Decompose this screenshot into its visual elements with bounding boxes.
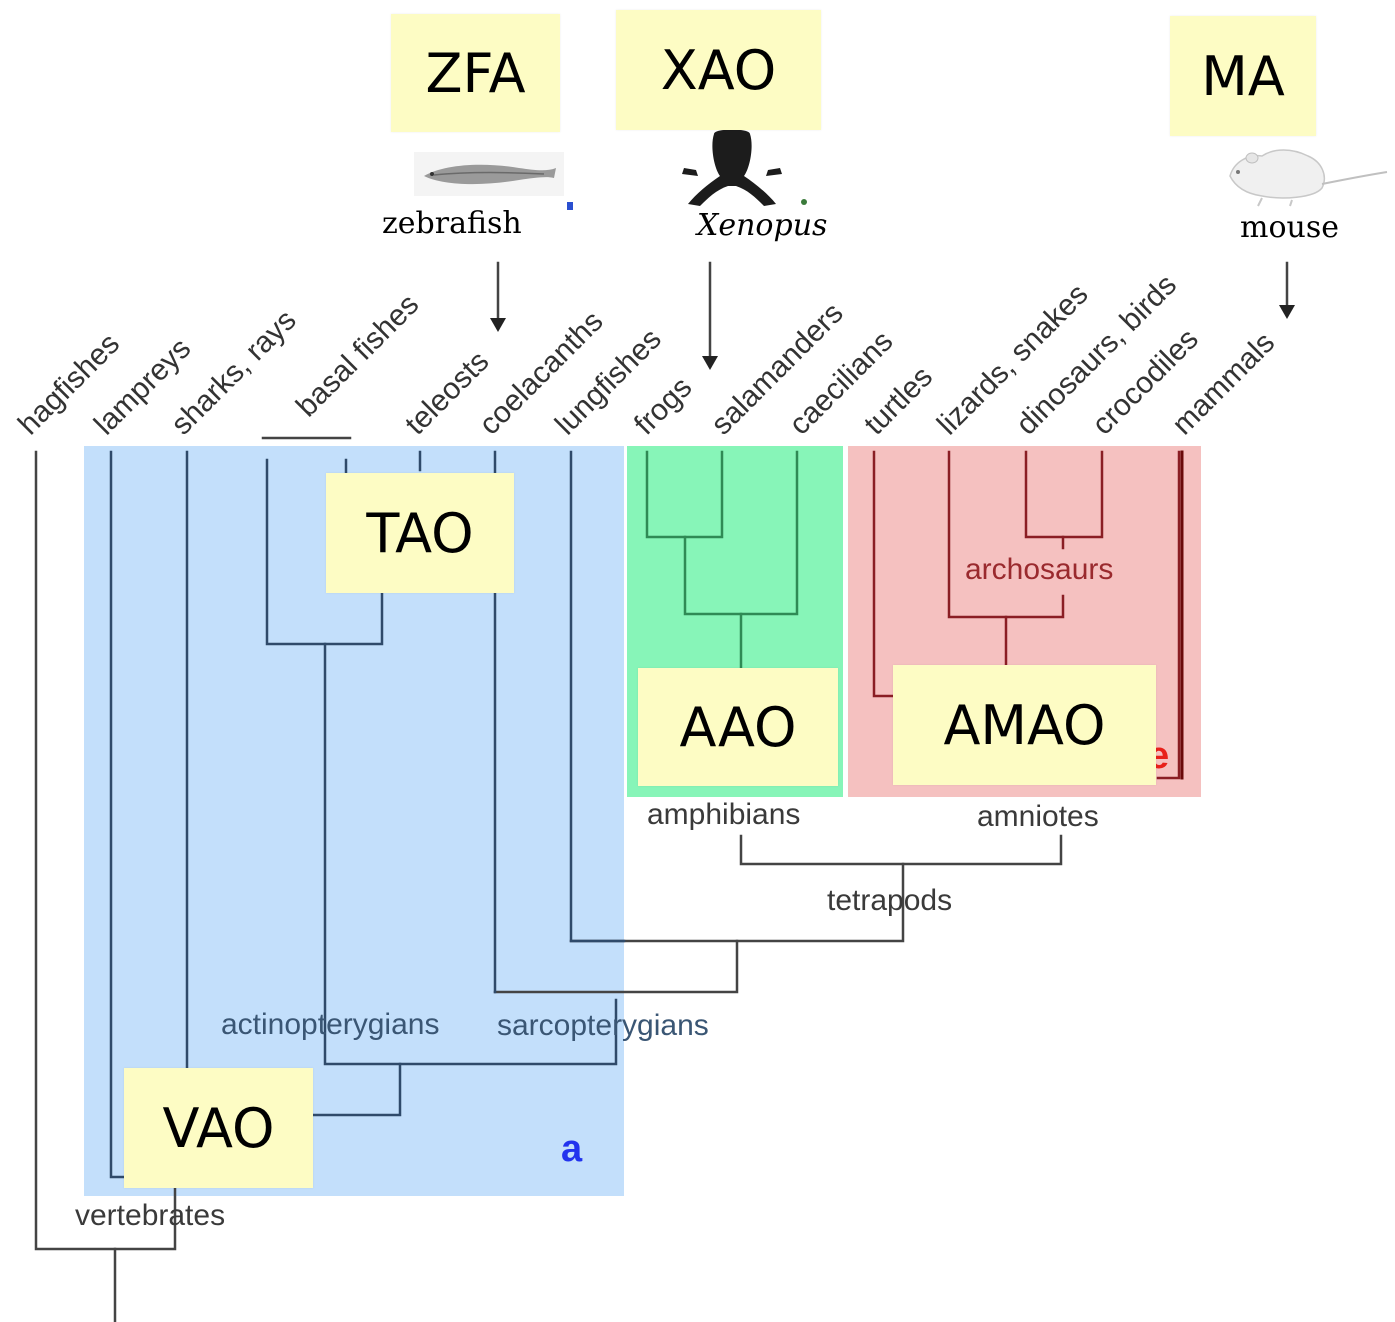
- clade-sarcopterygians: sarcopterygians: [497, 1009, 709, 1042]
- amphibian-branches: [645, 450, 799, 670]
- mouse-arrow-head: [1279, 305, 1295, 319]
- ontology-box-ma: MA: [1170, 16, 1316, 136]
- neutral-branches: [34, 261, 1289, 1322]
- ontology-box-vao: VAO: [124, 1068, 313, 1188]
- xenopus-image: [682, 129, 807, 206]
- branch-lungfishes: [569, 450, 626, 943]
- amniote-branches: [872, 450, 1181, 780]
- species-label-mouse: mouse: [1240, 210, 1339, 245]
- branch-sarco-join: [493, 939, 739, 994]
- branch-batrachia: [683, 450, 799, 616]
- branch-dinos-crocs: [1024, 450, 1104, 539]
- branch-actino-stem: [323, 642, 618, 1066]
- branch-lampreys: [109, 450, 126, 1179]
- blue-fragment: [567, 202, 573, 210]
- branch-turtles: [872, 450, 895, 698]
- ontology-box-tao: TAO: [326, 473, 514, 593]
- ontology-box-aao: AAO: [638, 668, 838, 786]
- species-label-zebrafish: zebrafish: [382, 206, 522, 241]
- species-label-xenopus: Xenopus: [697, 208, 828, 243]
- ontology-box-amao: AMAO: [893, 665, 1156, 785]
- zebrafish-image: [414, 152, 564, 196]
- branch-frogs-salamanders: [645, 450, 724, 539]
- panel-letter-a: a: [561, 1128, 583, 1170]
- xenopus-arrow-head: [702, 356, 718, 370]
- zebrafish-arrow-head: [490, 318, 506, 332]
- branch-mammals: [1156, 450, 1181, 780]
- branch-hagfishes: [34, 450, 177, 1251]
- clade-tetrapods: tetrapods: [827, 884, 953, 917]
- clade-amphibians: amphibians: [647, 798, 801, 831]
- ontology-box-xao: XAO: [616, 10, 821, 130]
- clade-archosaurs: archosaurs: [965, 553, 1114, 586]
- ontology-box-zfa: ZFA: [391, 14, 560, 132]
- branch-tetrapods-stem: [569, 862, 905, 943]
- clade-vertebrates: vertebrates: [75, 1199, 226, 1232]
- clade-actinopterygians: actinopterygians: [221, 1008, 440, 1041]
- arrow-heads: [490, 305, 1295, 370]
- branch-lepidosaurs: [947, 450, 1065, 619]
- branch-tetrapods-join: [739, 834, 1063, 866]
- clade-amniotes: amniotes: [977, 800, 1099, 833]
- mouse-image: [1229, 149, 1388, 207]
